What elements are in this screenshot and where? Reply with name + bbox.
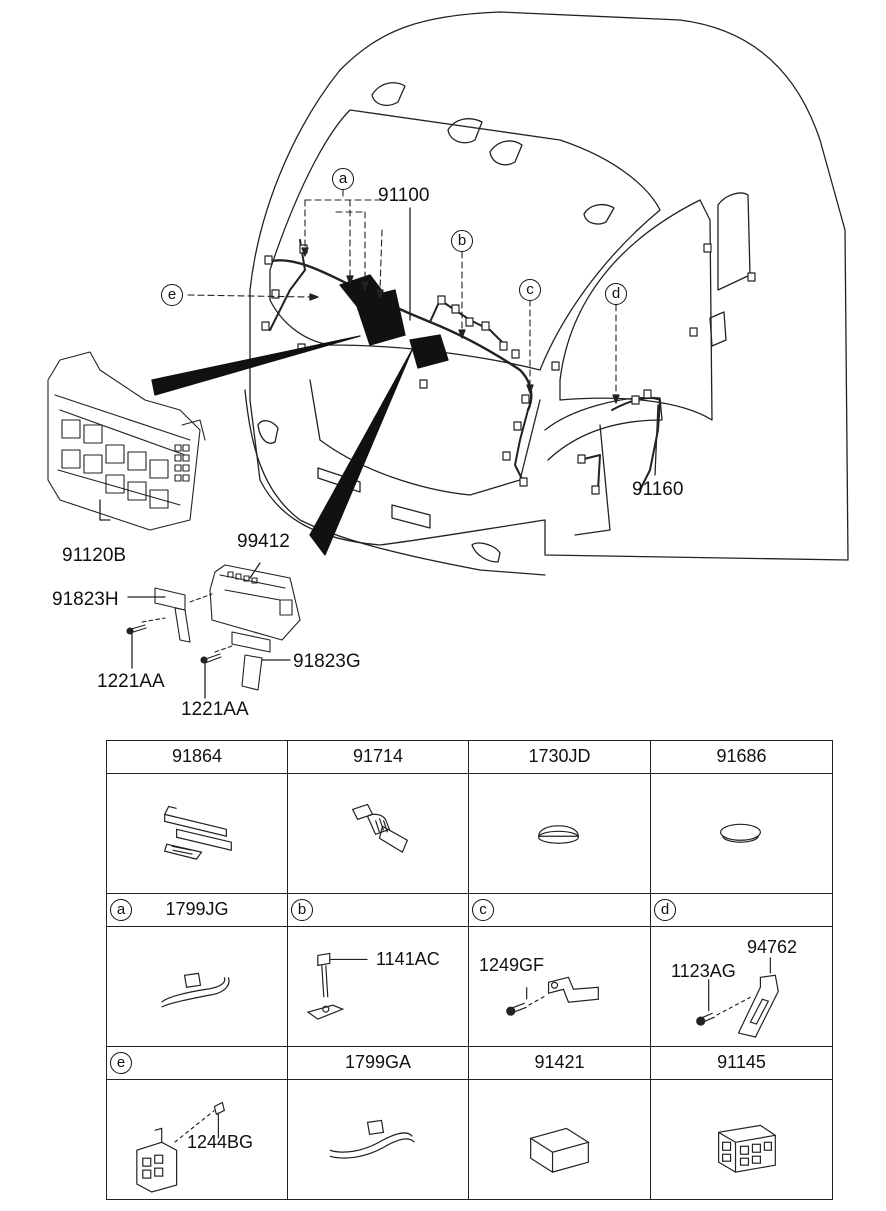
part-label-1221aa: 1221AA bbox=[97, 671, 165, 692]
leader-wedge-center bbox=[309, 349, 413, 556]
part-image-cell: 1123AG 94762 bbox=[650, 926, 833, 1047]
table-header-cell: 1730JD bbox=[468, 739, 651, 775]
part-number: 91145 bbox=[717, 1051, 766, 1072]
part-label-99412: 99412 bbox=[237, 531, 290, 552]
cab-outline bbox=[249, 11, 849, 561]
part-callout-1141ac: 1141AC bbox=[376, 949, 440, 970]
plug-drawing bbox=[720, 824, 761, 844]
location-marker-b: b bbox=[291, 898, 313, 921]
cable-tie-drawing bbox=[161, 973, 230, 1009]
part-label-91823g: 91823G bbox=[293, 651, 361, 672]
wiring-harness-diagram: 91100 91160 91120B 99412 91823H 91823G 1… bbox=[47, 11, 849, 720]
part-image-cell bbox=[650, 773, 833, 894]
part-image-cell bbox=[287, 1079, 469, 1200]
table-image-row: 1244BG bbox=[106, 1079, 833, 1200]
location-marker-e: e bbox=[110, 1051, 132, 1074]
location-marker-e: e bbox=[161, 284, 183, 306]
relay-box-illustration bbox=[47, 351, 206, 531]
part-image-cell: 1249GF bbox=[468, 926, 651, 1047]
table-header-cell: 91714 bbox=[287, 739, 469, 775]
table-header-row: 91864 91714 1730JD 91686 bbox=[106, 739, 833, 775]
table-header-cell: 91145 bbox=[650, 1045, 833, 1081]
part-label-91100: 91100 bbox=[378, 185, 430, 206]
table-header-cell: b bbox=[287, 892, 469, 928]
table-header-cell: c bbox=[468, 892, 651, 928]
part-image-cell bbox=[287, 773, 469, 894]
table-header-cell: a 1799JG bbox=[106, 892, 288, 928]
table-header-cell: 91421 bbox=[468, 1045, 651, 1081]
part-callout-94762: 94762 bbox=[747, 937, 798, 958]
table-header-cell: 91686 bbox=[650, 739, 833, 775]
grommet-plug-drawing bbox=[351, 804, 409, 854]
part-image-cell: 1141AC bbox=[287, 926, 469, 1047]
table-header-cell: 91864 bbox=[106, 739, 288, 775]
parts-table: 91864 91714 1730JD 91686 bbox=[106, 739, 833, 1200]
bracket-part-drawing bbox=[163, 806, 232, 861]
part-label-1221aa: 1221AA bbox=[181, 699, 249, 720]
cable-tie-drawing bbox=[329, 1120, 415, 1160]
junction-box-lower bbox=[409, 334, 449, 369]
part-image-cell bbox=[106, 926, 288, 1047]
part-image-cell: 1244BG bbox=[106, 1079, 288, 1200]
pad-drawing bbox=[529, 1128, 590, 1174]
table-image-row bbox=[106, 773, 833, 894]
rear-window bbox=[717, 192, 751, 291]
part-callout-1123ag: 1123AG bbox=[671, 961, 736, 982]
part-callout-1249gf: 1249GF bbox=[479, 955, 545, 976]
location-marker-c: c bbox=[519, 279, 541, 301]
part-label-91120b: 91120B bbox=[62, 545, 127, 566]
part-label-91823h: 91823H bbox=[52, 589, 119, 610]
table-image-row: 1141AC 1249GF 1123AG 94762 bbox=[106, 926, 833, 1047]
control-unit-illustration bbox=[209, 564, 301, 641]
leader-wedge-left bbox=[151, 335, 361, 396]
cap-drawing bbox=[538, 825, 579, 845]
table-header-row: a 1799JG b c d bbox=[106, 892, 833, 928]
cab-illustration bbox=[47, 11, 849, 699]
part-number: 1799GA bbox=[344, 1051, 412, 1072]
location-marker-d: d bbox=[654, 898, 676, 921]
location-marker-a: a bbox=[332, 168, 354, 190]
door-frame bbox=[559, 199, 713, 421]
table-header-cell: 1799GA bbox=[287, 1045, 469, 1081]
part-image-cell bbox=[468, 1079, 651, 1200]
part-callout-1244bg: 1244BG bbox=[187, 1132, 254, 1153]
part-image-cell bbox=[468, 773, 651, 894]
location-marker-d: d bbox=[605, 283, 627, 305]
front-panel bbox=[244, 389, 546, 576]
part-number: 1799JG bbox=[165, 898, 229, 919]
table-header-cell: d bbox=[650, 892, 833, 928]
mounting-bracket-drawing bbox=[696, 957, 779, 1039]
part-number: 91714 bbox=[352, 746, 404, 766]
part-label-91160: 91160 bbox=[632, 479, 684, 500]
location-marker-b: b bbox=[451, 230, 473, 252]
part-image-cell bbox=[650, 1079, 833, 1200]
table-header-row: e 1799GA 91421 91145 bbox=[106, 1045, 833, 1081]
part-number: 91864 bbox=[171, 746, 223, 766]
location-marker-c: c bbox=[472, 898, 494, 921]
part-image-cell bbox=[106, 773, 288, 894]
part-number: 91686 bbox=[716, 746, 767, 766]
bolt-terminal-drawing bbox=[306, 953, 368, 1021]
part-number: 91421 bbox=[534, 1051, 585, 1072]
table-header-cell: e bbox=[106, 1045, 288, 1081]
clamp-bracket-drawing bbox=[506, 977, 599, 1017]
location-marker-a: a bbox=[110, 898, 132, 921]
connector-block-drawing bbox=[718, 1125, 776, 1174]
junction-block-drawing bbox=[136, 1102, 226, 1194]
part-number: 1730JD bbox=[528, 746, 591, 766]
